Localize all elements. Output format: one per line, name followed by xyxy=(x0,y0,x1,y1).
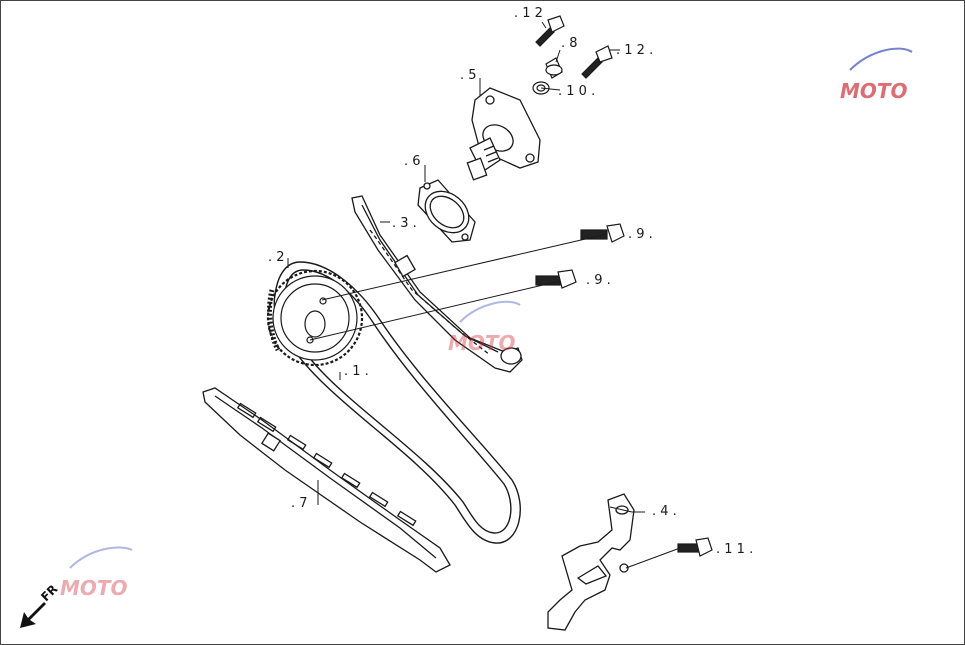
front-direction-arrow: FR xyxy=(20,582,60,628)
label-part-5: . 5 xyxy=(460,68,477,83)
bolt-12-right xyxy=(581,45,613,79)
watermark-logo-bottom: MOTO xyxy=(60,546,133,600)
label-part-11: . 1 1 . xyxy=(716,542,753,557)
label-part-7: . 7 xyxy=(291,496,308,511)
label-part-9-upper: . 9 . xyxy=(628,227,653,242)
chain-guide-upper xyxy=(351,195,523,373)
label-part-4: . 4 . xyxy=(652,504,677,519)
bolt-9-lower xyxy=(535,269,577,289)
bolt-12-left xyxy=(535,15,565,47)
front-direction-label: FR xyxy=(38,582,60,604)
cam-sprocket xyxy=(266,269,364,367)
watermark-text-bottom: MOTO xyxy=(60,576,128,600)
label-part-1: . 1 . xyxy=(344,364,369,379)
label-part-2: . 2 xyxy=(268,250,285,265)
watermark-text-center: MOTO xyxy=(448,331,516,355)
label-part-6: . 6 xyxy=(404,154,421,169)
watermark-logo-center: MOTO xyxy=(448,300,521,355)
label-part-12-left: . 1 2 xyxy=(514,6,543,21)
watermark-logo-top: MOTO xyxy=(840,47,913,103)
label-part-3: . 3 . xyxy=(392,216,417,231)
bolt-9-upper xyxy=(580,223,625,243)
label-part-10: . 1 0 . xyxy=(558,84,595,99)
label-part-9-lower: . 9 . xyxy=(586,273,611,288)
guide-bracket xyxy=(547,493,635,631)
label-part-8: . 8 xyxy=(561,36,578,51)
leader-lines xyxy=(287,21,681,569)
bolt-11 xyxy=(677,537,713,557)
tensioner-gasket xyxy=(417,179,476,243)
chain-guide-lower xyxy=(202,387,451,573)
watermark-text-top: MOTO xyxy=(840,79,908,103)
sealing-bolt xyxy=(545,57,563,79)
chain-tensioner xyxy=(466,87,541,181)
label-part-12-right: . 1 2 . xyxy=(616,43,653,58)
